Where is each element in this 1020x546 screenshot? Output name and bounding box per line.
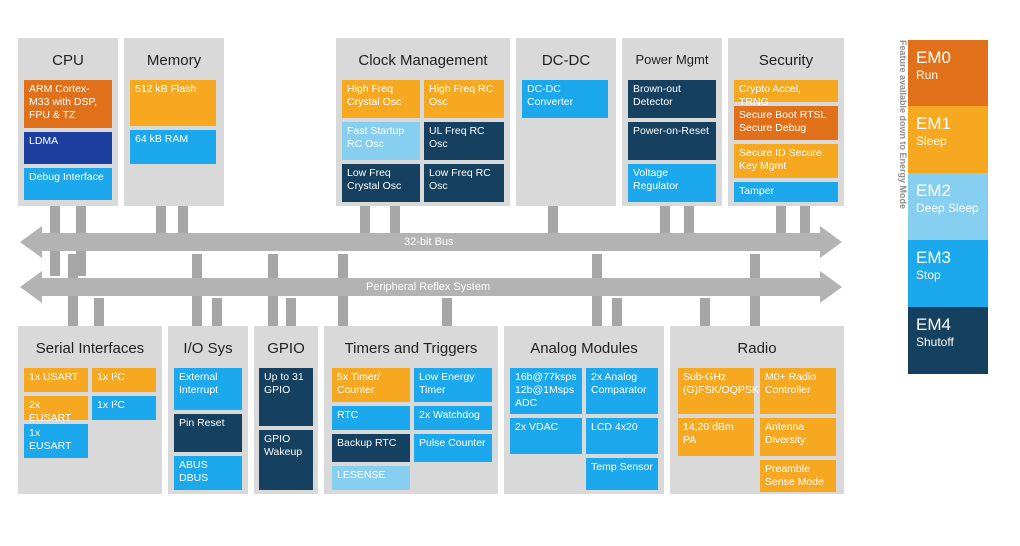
energy-mode-side-label: Feature available down to Energy Mode (898, 40, 908, 240)
eusart-block-2: 1x EUSART (24, 424, 88, 458)
lesense-block: LESENSE (332, 466, 410, 490)
power-title: Power Mgmt (635, 52, 709, 67)
i2c-block-1: 1x I²C (92, 368, 156, 392)
legend-em4-label: Shutoff (916, 335, 954, 349)
vdac-block: 2x VDAC (510, 418, 582, 454)
pa-block: 14,20 dBm PA (678, 418, 754, 456)
legend-em4: EM4 Shutoff (908, 307, 988, 374)
lf-crystal-osc-block: Low Freq Crystal Osc (342, 164, 420, 202)
lf-rc-osc-block: Low Freq RC Osc (424, 164, 504, 202)
debug-interface-block: Debug Interface (24, 168, 112, 200)
ldma-block: LDMA (24, 132, 112, 164)
legend-em0-label: Run (916, 68, 939, 82)
flash-block: 512 kB Flash (130, 80, 216, 126)
legend-em2-name: EM2 (916, 181, 951, 200)
timers-panel: Timers and Triggers 5x Timer/ Counter Lo… (324, 326, 498, 494)
prs-bus-label: Peripheral Reflex System (366, 281, 491, 293)
rtc-block: RTC (332, 406, 410, 430)
secure-id-block: Secure ID Secure Key Mgmt (734, 144, 838, 178)
memory-title: Memory (146, 52, 202, 69)
legend-em2: EM2 Deep Sleep (908, 173, 988, 240)
pin-reset-block: Pin Reset (174, 414, 242, 452)
serial-title: Serial Interfaces (35, 340, 145, 357)
eusart-block: 2x EUSART (24, 396, 88, 424)
preamble-sense-block: Preamble Sense Mode (760, 460, 836, 492)
security-panel: Security Crypto Accel, TRNG Secure Boot … (728, 38, 844, 206)
ul-freq-rc-osc-block: UL Freq RC Osc (424, 122, 504, 160)
power-on-reset-block: Power-on-Reset (628, 122, 716, 160)
main-bus-label: 32-bit Bus (404, 236, 454, 248)
legend-em0: EM0 Run (908, 40, 988, 106)
analog-comparator-block: 2x Analog Comparator (586, 368, 658, 414)
ram-block: 64 kB RAM (130, 130, 216, 164)
analog-title: Analog Modules (530, 340, 638, 357)
hf-crystal-osc-block: High Freq Crystal Osc (342, 80, 420, 118)
gpio-count-block: Up to 31 GPIO (259, 368, 313, 426)
sub-ghz-block: Sub-GHz (G)FSK/OQPSK (678, 368, 759, 414)
legend-em3-name: EM3 (916, 248, 951, 267)
legend-em3-label: Stop (916, 268, 941, 282)
prs-bus-arrow (20, 271, 842, 303)
hf-rc-osc-block: High Freq RC Osc (424, 80, 504, 118)
gpio-panel: GPIO Up to 31 GPIO GPIO Wakeup (254, 326, 318, 494)
cpu-panel: CPU ARM Cortex-M33 with DSP, FPU & TZ LD… (18, 38, 118, 206)
energy-mode-side-text: Feature available down to Energy Mode (898, 40, 908, 210)
antenna-diversity-block: Antenna Diversity (760, 418, 836, 456)
gpio-title: GPIO (267, 340, 305, 357)
cpu-title: CPU (52, 52, 84, 69)
i2c-block-2: 1x I²C (92, 396, 156, 420)
watchdog-block: 2x Watchdog (414, 406, 492, 430)
backup-rtc-block: Backup RTC (332, 434, 410, 462)
io-title: I/O Sys (183, 340, 233, 357)
legend-em1-label: Sleep (916, 134, 947, 148)
dcdc-title: DC-DC (541, 52, 591, 69)
legend-em2-label: Deep Sleep (916, 201, 979, 215)
main-bus-arrow (20, 226, 842, 258)
radio-panel: Radio Sub-GHz (G)FSK/OQPSK M0+ Radio Con… (670, 326, 844, 494)
timers-title: Timers and Triggers (344, 340, 478, 357)
security-title: Security (758, 52, 814, 69)
crypto-accel-block: Crypto Accel, TRNG (734, 80, 838, 108)
tamper-block: Tamper (734, 182, 838, 202)
low-energy-timer-block: Low Energy Timer (414, 368, 492, 402)
memory-panel: Memory 512 kB Flash 64 kB RAM (124, 38, 224, 206)
lcd-block: LCD 4x20 (586, 418, 658, 454)
external-interrupt-block: External Interrupt (174, 368, 242, 410)
analog-panel: Analog Modules 16b@77ksps 12b@1Msps ADC … (504, 326, 664, 494)
voltage-regulator-block: Voltage Regulator (628, 164, 716, 202)
gpio-wakeup-block: GPIO Wakeup (259, 430, 313, 490)
clock-title: Clock Management (358, 52, 488, 69)
legend-em4-name: EM4 (916, 315, 951, 334)
radio-title: Radio (737, 340, 777, 357)
legend-em0-name: EM0 (916, 48, 951, 67)
power-panel: Power Mgmt Brown-out Detector Power-on-R… (622, 38, 722, 206)
usart-block: 1x USART (24, 368, 88, 392)
temp-sensor-block: Temp Sensor (586, 458, 658, 490)
dcdc-converter-block: DC-DC Converter (522, 80, 608, 118)
fast-startup-rc-osc-block: Fast Startup RC Osc (342, 122, 420, 160)
clock-panel: Clock Management High Freq Crystal Osc H… (336, 38, 510, 206)
radio-controller-block: M0+ Radio Controller (760, 368, 836, 414)
dcdc-panel: DC-DC DC-DC Converter (516, 38, 616, 206)
secure-boot-block: Secure Boot RTSL Secure Debug (734, 106, 838, 140)
legend-em3: EM3 Stop (908, 240, 988, 307)
pulse-counter-block: Pulse Counter (414, 434, 492, 462)
timer-counter-block: 5x Timer/ Counter (332, 368, 410, 402)
abus-dbus-block: ABUS DBUS (174, 456, 242, 490)
adc-block: 16b@77ksps 12b@1Msps ADC (510, 368, 582, 414)
serial-panel: Serial Interfaces 1x USART 1x I²C 2x EUS… (18, 326, 162, 494)
cpu-core-block: ARM Cortex-M33 with DSP, FPU & TZ (24, 80, 112, 128)
legend-em1: EM1 Sleep (908, 106, 988, 173)
legend-em1-name: EM1 (916, 114, 951, 133)
brownout-detector-block: Brown-out Detector (628, 80, 716, 118)
io-panel: I/O Sys External Interrupt Pin Reset ABU… (168, 326, 248, 494)
